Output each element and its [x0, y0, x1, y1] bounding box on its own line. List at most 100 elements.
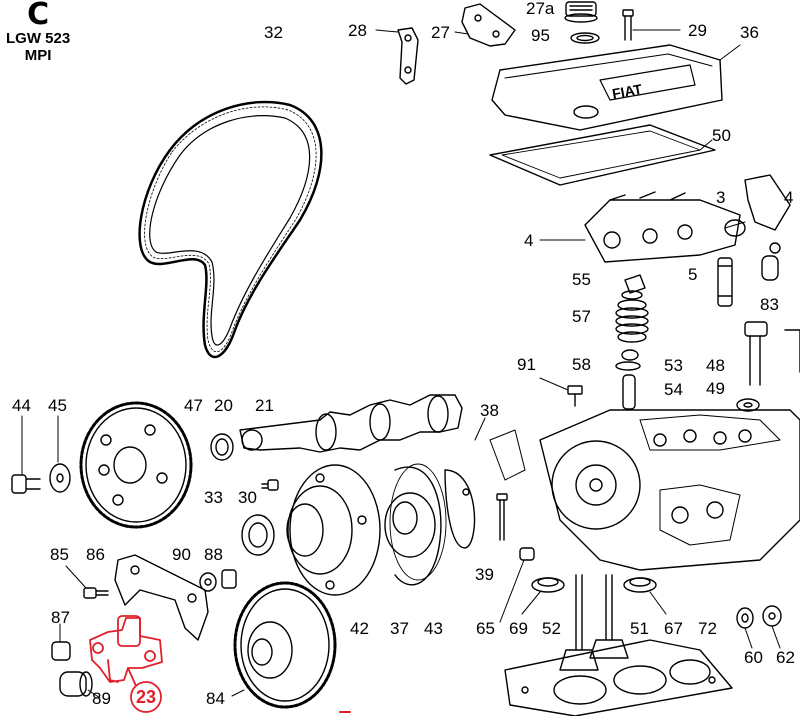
callout-39: 39	[475, 565, 494, 584]
part-85-bolt	[65, 565, 109, 599]
page-header: C LGW 523 MPI	[6, 0, 70, 64]
section-letter: C	[27, 0, 50, 32]
callout-45: 45	[48, 396, 67, 415]
callout-47: 47	[184, 396, 203, 415]
part-27-bracket	[454, 3, 516, 47]
part-65-plug	[499, 547, 535, 623]
part-21-camshaft	[239, 394, 463, 453]
callout-90: 90	[172, 545, 191, 564]
callout-30: 30	[238, 488, 257, 507]
part-89-roller	[59, 671, 101, 699]
part-4-cam-carrier	[539, 191, 741, 263]
part-48-head-bolt	[744, 321, 800, 386]
part-87-bush	[51, 623, 71, 661]
part-67-valve-seal	[623, 577, 667, 615]
callout-44: 44	[12, 396, 31, 415]
callout-72: 72	[698, 619, 717, 638]
callout-4-right: 4	[784, 188, 794, 207]
callout-33: 33	[204, 488, 223, 507]
callout-60: 60	[744, 648, 763, 667]
svg-text:FIAT: FIAT	[611, 81, 644, 102]
callout-67: 67	[664, 619, 683, 638]
callout-37: 37	[390, 619, 409, 638]
part-5-stud	[717, 257, 733, 307]
part-20-oil-seal	[210, 433, 234, 461]
callout-28: 28	[348, 21, 367, 40]
part-49-washer	[736, 398, 760, 412]
part-58-spring-seat	[615, 349, 641, 371]
callout-55: 55	[572, 270, 591, 289]
part-55-valve-keepers	[621, 274, 646, 300]
callout-42: 42	[350, 619, 369, 638]
part-44-bolt	[11, 415, 41, 494]
part-62-washer	[762, 605, 782, 649]
part-39-stud	[496, 493, 508, 541]
part-52-valve	[559, 574, 599, 671]
part-84-crankshaft-pulley	[231, 581, 337, 709]
part-86-bracket	[114, 554, 209, 641]
callout-5: 5	[688, 265, 698, 284]
timing-belt	[138, 100, 323, 359]
part-47-camshaft-pulley	[79, 401, 193, 529]
callout-88: 88	[204, 545, 223, 564]
callout-21: 21	[255, 396, 274, 415]
callout-3: 3	[716, 188, 726, 207]
part-42-housing	[286, 464, 381, 596]
part-23-tensioner-highlighted	[89, 615, 163, 713]
callout-23-highlighted: 23	[136, 687, 157, 707]
callout-20: 20	[214, 396, 233, 415]
callout-50: 50	[712, 126, 731, 145]
callout-27: 27	[431, 23, 450, 42]
part-69-valve-seal	[521, 577, 565, 615]
part-57-valve-spring	[615, 299, 649, 343]
part-4-right-bracket	[744, 174, 791, 254]
callout-84: 84	[206, 689, 225, 708]
callout-69: 69	[509, 619, 528, 638]
callout-27a: 27a	[526, 0, 555, 18]
callout-58: 58	[572, 355, 591, 374]
part-50-cover-gasket	[489, 124, 716, 186]
part-83-tappet	[761, 255, 779, 281]
callout-48: 48	[706, 356, 725, 375]
part-88-bush	[221, 569, 237, 589]
part-38-cylinder-head	[474, 409, 800, 571]
callout-52: 52	[542, 619, 561, 638]
part-29-bolt	[622, 9, 681, 41]
callout-65: 65	[476, 619, 495, 638]
callout-54: 54	[664, 380, 683, 399]
part-38-gasket	[444, 469, 476, 549]
part-95-seal-ring	[570, 32, 600, 44]
callout-86: 86	[86, 545, 105, 564]
model-line-2: MPI	[24, 47, 52, 64]
callout-51: 51	[630, 619, 649, 638]
callout-36: 36	[740, 23, 759, 42]
part-28-bracket	[375, 27, 419, 85]
callout-95: 95	[531, 26, 550, 45]
callout-57: 57	[572, 307, 591, 326]
part-37-plate	[384, 492, 436, 558]
callout-89: 89	[92, 689, 111, 708]
callout-43: 43	[424, 619, 443, 638]
model-line-1: LGW 523	[6, 30, 71, 47]
callout-91: 91	[517, 355, 536, 374]
callout-4: 4	[524, 231, 534, 250]
callout-85: 85	[50, 545, 69, 564]
part-27a-oil-filler-cap	[564, 1, 598, 23]
callout-29: 29	[688, 21, 707, 40]
callout-83: 83	[760, 295, 779, 314]
part-91-plug	[539, 377, 583, 407]
part-33-oil-seal	[241, 514, 275, 556]
callout-32: 32	[264, 23, 283, 42]
callout-49: 49	[706, 379, 725, 398]
part-60-nut	[736, 607, 754, 649]
callout-53: 53	[664, 356, 683, 375]
callout-38: 38	[480, 401, 499, 420]
part-43-gasket	[389, 463, 447, 586]
part-72-head-gasket	[504, 639, 733, 716]
part-3-plug	[724, 219, 746, 237]
part-30-bolt	[261, 479, 279, 491]
callout-87: 87	[51, 608, 70, 627]
callout-62: 62	[776, 648, 795, 667]
